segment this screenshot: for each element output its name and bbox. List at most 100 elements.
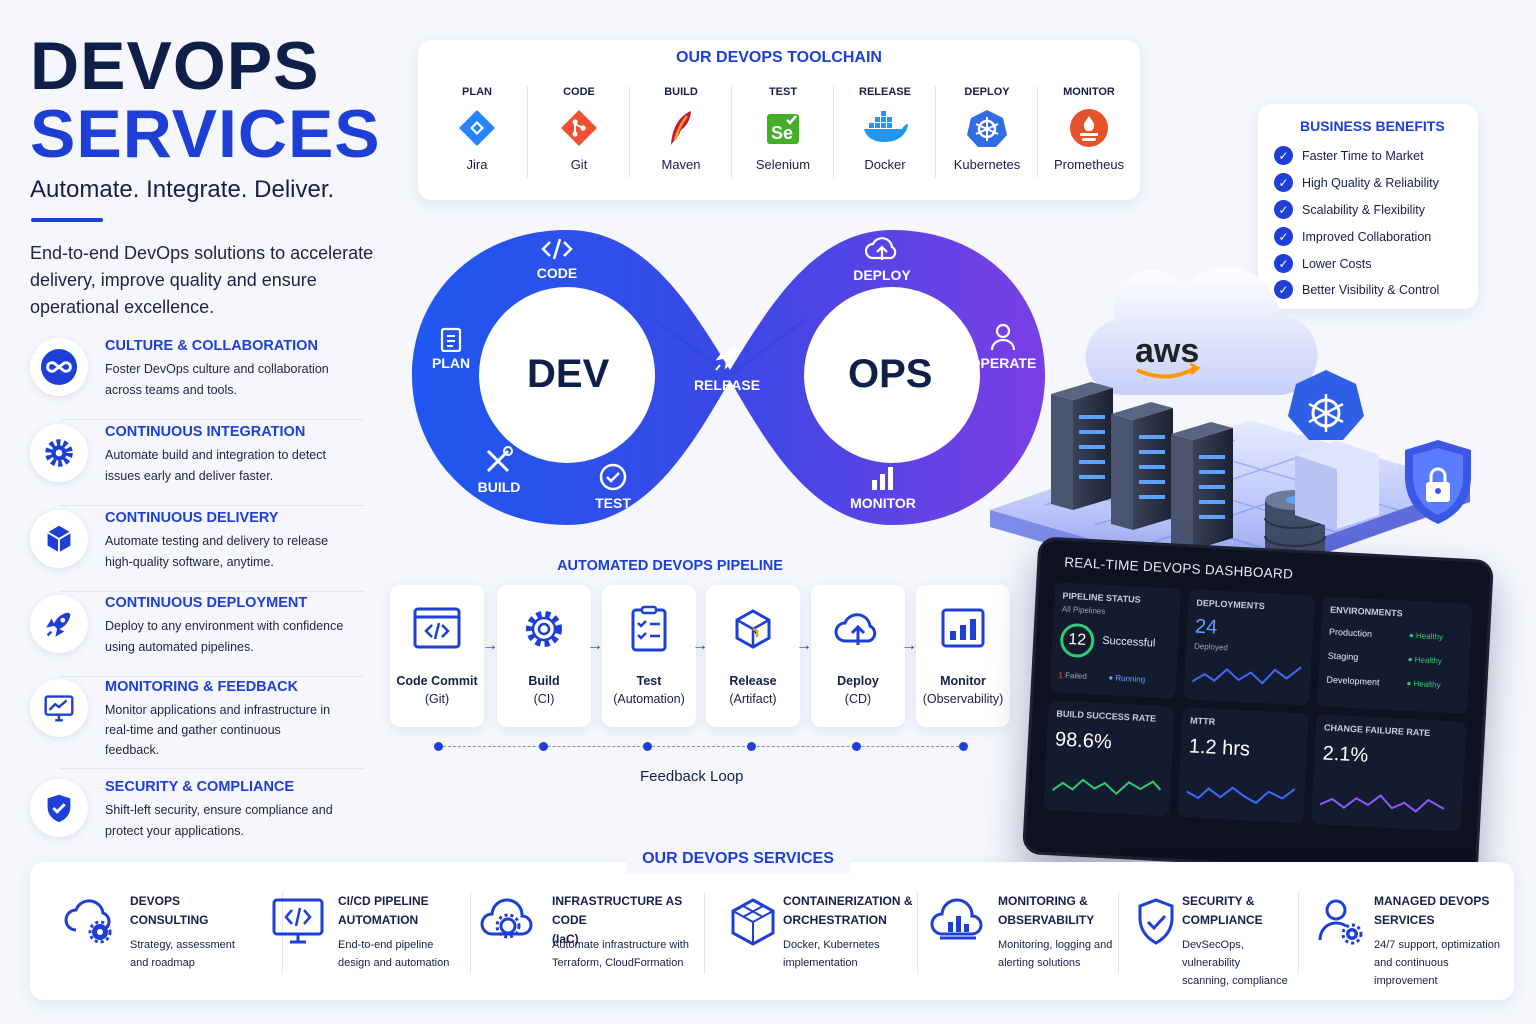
prometheus-logo: [1070, 109, 1108, 147]
pipeline-stage-deploy: Deploy (CD): [811, 585, 905, 727]
benefit-item: ✓Faster Time to Market: [1274, 146, 1424, 165]
code-icon: [541, 238, 573, 260]
user-gear-icon: [1318, 899, 1363, 945]
jira-logo: [459, 110, 495, 146]
docker-logo: [864, 111, 908, 142]
services-title: OUR DEVOPS SERVICES: [626, 844, 850, 874]
loop-stage-deploy: DEPLOY: [852, 236, 912, 283]
benefit-item: ✓Lower Costs: [1274, 254, 1371, 273]
deployments-value: 24: [1194, 615, 1218, 639]
panel-pipeline-status: PIPELINE STATUS All Pipelines 12 Success…: [1049, 582, 1182, 699]
service-containerization: CONTAINERIZATION &ORCHESTRATION Docker, …: [725, 892, 918, 974]
tool-git: CODE Git: [528, 86, 630, 182]
tool-docker: RELEASE Docker: [834, 86, 936, 182]
cube-icon: [30, 510, 88, 568]
env-status: ● Healthy: [1408, 630, 1444, 642]
feature-desc: Automate build and integration to detect…: [105, 448, 326, 483]
tool-name: Maven: [661, 157, 701, 172]
feature-ci: CONTINUOUS INTEGRATION Automate build an…: [30, 424, 365, 506]
check-icon: ✓: [1274, 280, 1293, 299]
benefit-item: ✓Scalability & Flexibility: [1274, 200, 1425, 219]
panel-mttr: MTTR 1.2 hrs: [1177, 707, 1309, 824]
stage-name: Deploy: [837, 674, 879, 688]
shield-check-icon: [1138, 898, 1174, 945]
pipeline-stage-build: Build (CI): [497, 585, 591, 727]
tool-name: Git: [570, 157, 588, 172]
change-failure-sparkline: [1319, 794, 1445, 813]
build-success-sparkline: [1051, 778, 1162, 796]
loop-stage-test: TEST: [585, 462, 641, 511]
panel-title: DEPLOYMENTS: [1196, 597, 1266, 612]
build-success-value: 98.6%: [1054, 728, 1113, 754]
cloud-gear-icon: [64, 899, 112, 944]
service-title: MONITORING &OBSERVABILITY: [998, 894, 1095, 927]
feedback-node: [959, 742, 968, 751]
svg-text:aws: aws: [1135, 332, 1199, 370]
dashboard-title: REAL-TIME DEVOPS DASHBOARD: [1063, 554, 1294, 582]
env-name: Staging: [1327, 650, 1359, 663]
panel-build-success: BUILD SUCCESS RATE 98.6%: [1043, 700, 1175, 817]
feature-desc: Foster DevOps culture and collaboration …: [105, 362, 329, 397]
env-name: Production: [1328, 626, 1373, 639]
failed-indicator: 1 Failed: [1058, 670, 1088, 681]
stage-sub: (CI): [533, 692, 555, 706]
feedback-loop-line: [438, 746, 964, 747]
pipeline-stage-code-commit: Code Commit (Git): [390, 585, 484, 727]
tool-kubernetes: DEPLOY Kubernetes: [936, 86, 1038, 182]
tool-stage: CODE: [563, 86, 595, 98]
cloud-chart-icon: [930, 898, 983, 940]
loop-ops-label: OPS: [848, 352, 933, 396]
loop-dev-label: DEV: [527, 352, 610, 396]
bar-chart-icon: [872, 467, 893, 490]
service-title: CONTAINERIZATION &ORCHESTRATION: [783, 894, 913, 927]
hero-intro: End-to-end DevOps solutions to accelerat…: [30, 243, 374, 317]
arrow-right-icon: →: [587, 637, 603, 654]
pipeline-stage-monitor: Monitor (Observability): [916, 585, 1010, 727]
tool-stage: DEPLOY: [964, 86, 1010, 98]
toolchain-title: OUR DEVOPS TOOLCHAIN: [676, 49, 882, 66]
title-underline: [31, 218, 103, 222]
feature-culture: CULTURE & COLLABORATION Foster DevOps cu…: [30, 338, 365, 420]
feedback-node: [747, 742, 756, 751]
bar-chart-icon: [941, 608, 985, 648]
deployments-sub: Deployed: [1193, 641, 1229, 653]
panel-change-failure: CHANGE FAILURE RATE 2.1%: [1310, 714, 1467, 832]
check-icon: ✓: [1274, 200, 1293, 219]
loop-stage-code: CODE: [528, 236, 586, 281]
gear-icon: [526, 611, 562, 647]
tool-maven: BUILD Maven: [630, 86, 732, 182]
pipeline-state: Successful: [1101, 634, 1156, 650]
check-icon: ✓: [1274, 173, 1293, 192]
feature-desc: Shift-left security, ensure compliance a…: [105, 803, 333, 838]
feedback-node: [434, 742, 443, 751]
check-circle-icon: [599, 463, 627, 491]
loop-stage-operate: OPERATE: [968, 322, 1038, 371]
kubernetes-logo: [967, 110, 1007, 147]
benefit-item: ✓Better Visibility & Control: [1274, 280, 1439, 299]
env-status: ● Healthy: [1406, 678, 1441, 690]
panel-title: MTTR: [1189, 715, 1216, 727]
stage-name: Build: [528, 674, 560, 688]
tool-name: Jira: [466, 157, 488, 172]
tool-stage: MONITOR: [1063, 86, 1115, 98]
loop-stage-build: BUILD: [470, 446, 528, 495]
service-monitoring: MONITORING &OBSERVABILITY Monitoring, lo…: [930, 892, 1120, 974]
feature-title: CONTINUOUS DELIVERY: [105, 510, 279, 526]
panel-title: BUILD SUCCESS RATE: [1056, 708, 1157, 724]
feature-title: CONTINUOUS DEPLOYMENT: [105, 595, 308, 611]
stage-sub: (Artifact): [729, 692, 777, 706]
service-title: SECURITY &COMPLIANCE: [1182, 894, 1263, 927]
tools-icon: [486, 446, 513, 473]
package-icon: [735, 609, 771, 649]
deployments-sparkline: [1191, 666, 1302, 685]
panel-title: ENVIRONMENTS: [1329, 604, 1403, 619]
service-security: SECURITY &COMPLIANCE DevSecOps, vulnerab…: [1128, 892, 1299, 987]
